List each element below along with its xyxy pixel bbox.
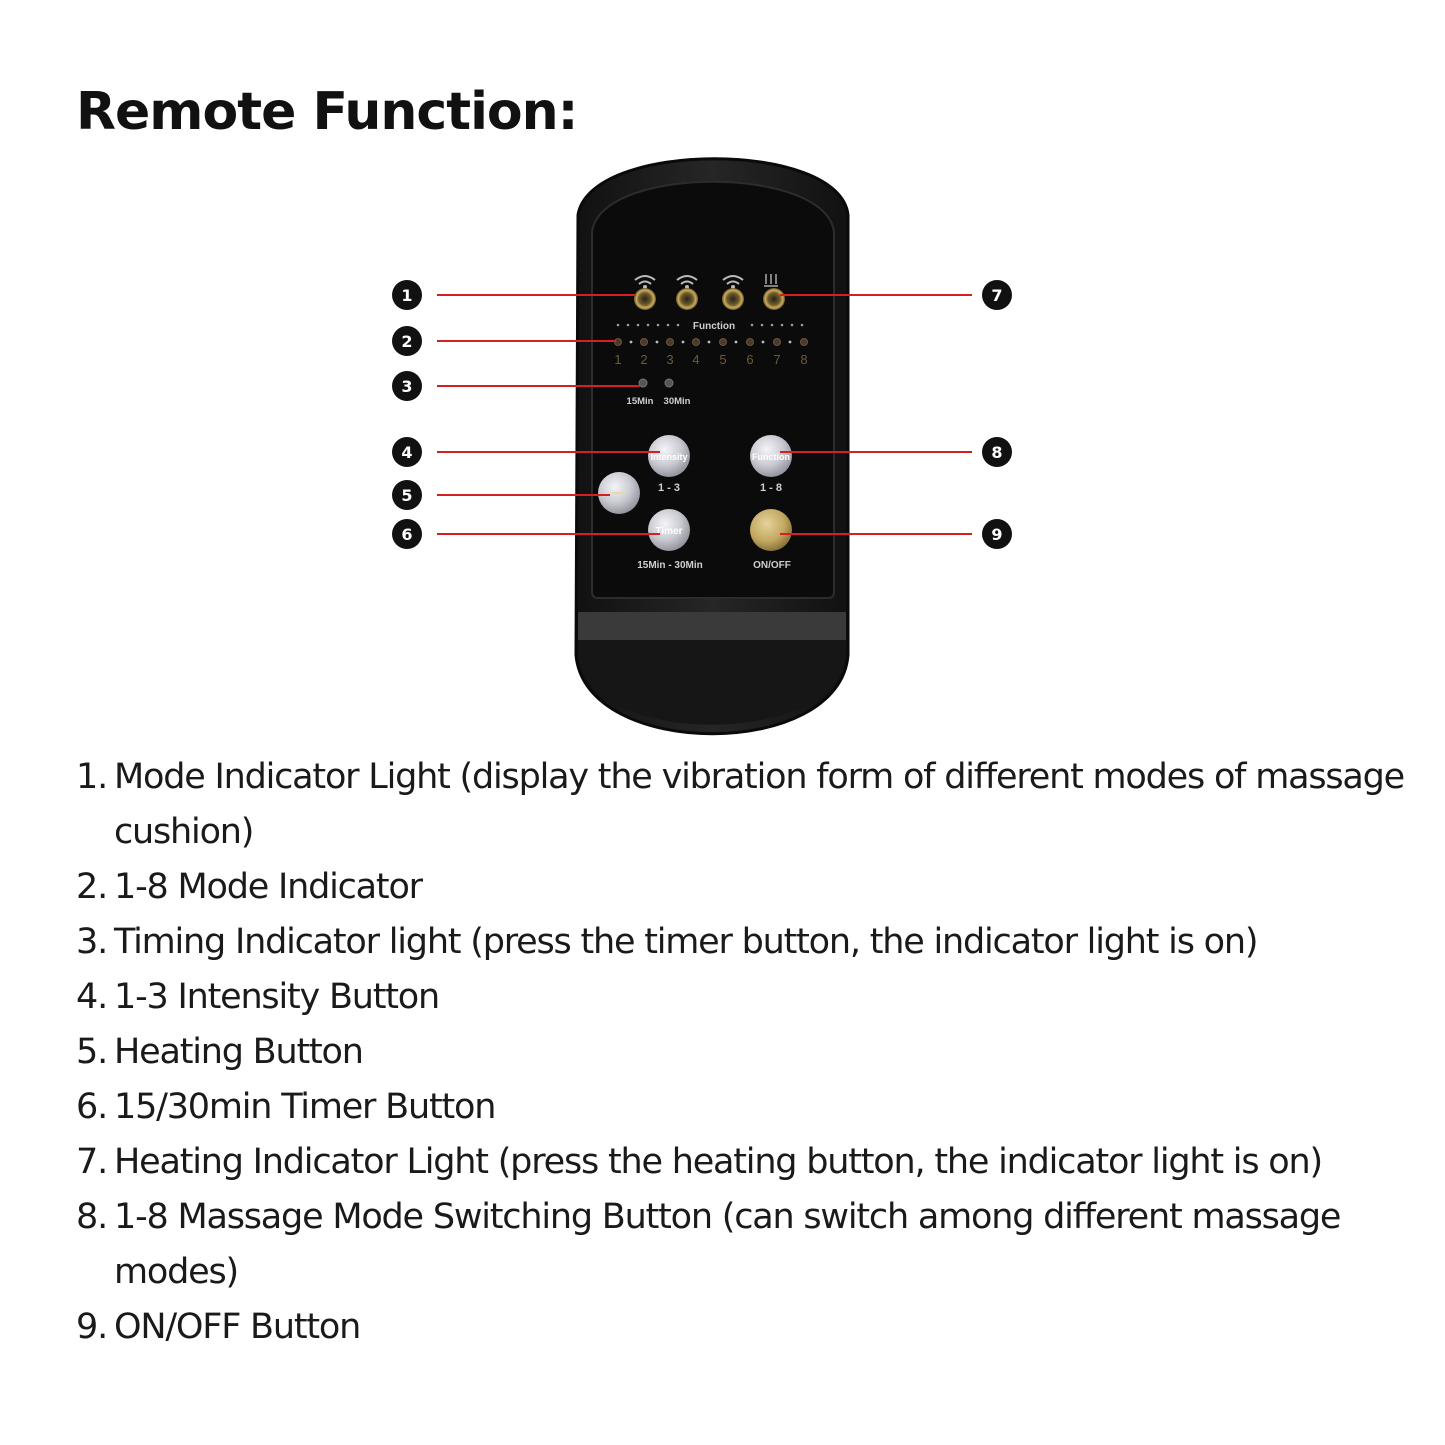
- function-label-group: Function: [616, 321, 804, 332]
- mode-led: [773, 338, 781, 346]
- function-label: Function: [693, 321, 735, 332]
- timer-caption: 15Min - 30Min: [637, 560, 703, 571]
- timer-button[interactable]: Timer: [648, 509, 690, 551]
- callout-marker-5: 5: [392, 480, 422, 510]
- mode-number: 8: [800, 352, 807, 367]
- list-item: 1. Mode Indicator Light (display the vib…: [76, 750, 1436, 860]
- function-dots-right: [750, 323, 804, 327]
- control-panel: [591, 180, 835, 599]
- function-dots-left: [616, 323, 680, 327]
- mode-indicator-light: [722, 275, 744, 310]
- callout-lines: [437, 294, 972, 535]
- list-item-number: 4.: [76, 977, 108, 1017]
- remote-grip: [578, 612, 846, 640]
- intensity-button[interactable]: Intensity: [648, 435, 690, 477]
- list-item-text: 1-8 Mode Indicator: [114, 867, 423, 907]
- callout-marker-8: 8: [982, 437, 1012, 467]
- list-item-text: 1-3 Intensity Button: [114, 977, 440, 1017]
- list-item-number: 3.: [76, 922, 108, 962]
- page-title: Remote Function:: [76, 82, 578, 142]
- list-item-number: 8.: [76, 1197, 108, 1237]
- mode-led: [666, 338, 674, 346]
- svg-text:8: 8: [991, 443, 1002, 462]
- mode-indicator-light: [634, 275, 656, 310]
- svg-text:1: 1: [401, 286, 412, 305]
- list-item-number: 9.: [76, 1307, 108, 1347]
- list-item: 2. 1-8 Mode Indicator: [76, 860, 1436, 915]
- remote-diagram: Function 1 2 3 4 5 6 7: [392, 157, 1012, 736]
- list-item-text: Timing Indicator light (press the timer …: [114, 922, 1259, 962]
- callout-marker-2: 2: [392, 326, 422, 356]
- list-item: 6. 15/30min Timer Button: [76, 1080, 1436, 1135]
- svg-text:9: 9: [991, 525, 1002, 544]
- list-item: 7. Heating Indicator Light (press the he…: [76, 1135, 1436, 1190]
- timer-label-30: 30Min: [664, 396, 691, 407]
- list-item-text: ON/OFF Button: [114, 1307, 361, 1347]
- timer-led: [638, 378, 648, 388]
- svg-text:2: 2: [401, 332, 412, 351]
- mode-number: 1: [614, 352, 621, 367]
- callout-marker-3: 3: [392, 371, 422, 401]
- list-item: 3. Timing Indicator light (press the tim…: [76, 915, 1436, 970]
- svg-text:7: 7: [991, 286, 1002, 305]
- callout-marker-9: 9: [982, 519, 1012, 549]
- list-item-number: 2.: [76, 867, 108, 907]
- intensity-caption: 1 - 3: [658, 482, 680, 494]
- mode-led: [692, 338, 700, 346]
- power-button[interactable]: [750, 509, 792, 551]
- svg-text:6: 6: [401, 525, 412, 544]
- mode-indicator-lights: [634, 274, 785, 310]
- list-item: 8. 1-8 Massage Mode Switching Button (ca…: [76, 1190, 1436, 1300]
- timing-indicator-lights: 15Min 30Min: [627, 378, 691, 407]
- mode-number: 3: [666, 352, 673, 367]
- mode-led: [746, 338, 754, 346]
- mode-indicator-light: [676, 275, 698, 310]
- callout-marker-4: 4: [392, 437, 422, 467]
- list-item-text: 1-8 Massage Mode Switching Button (can s…: [114, 1197, 1341, 1292]
- function-button[interactable]: Function: [750, 435, 792, 477]
- heating-indicator-light: [763, 274, 785, 310]
- timer-led: [664, 378, 674, 388]
- svg-text:4: 4: [401, 443, 412, 462]
- timer-label-15: 15Min: [627, 396, 654, 407]
- list-item-number: 6.: [76, 1087, 108, 1127]
- svg-text:3: 3: [401, 377, 412, 396]
- list-item-number: 5.: [76, 1032, 108, 1072]
- mode-number: 4: [692, 352, 699, 367]
- mode-number: 5: [719, 352, 726, 367]
- mode-led: [640, 338, 648, 346]
- list-item-text: Heating Button: [114, 1032, 364, 1072]
- svg-text:Timer: Timer: [655, 526, 682, 537]
- list-item-text: Heating Indicator Light (press the heati…: [114, 1142, 1323, 1182]
- callout-markers: 1 2 3 4 5 6 7 8 9: [392, 280, 1012, 549]
- heating-button[interactable]: [598, 472, 640, 514]
- mode-number: 2: [640, 352, 647, 367]
- mode-led: [800, 338, 808, 346]
- function-caption: 1 - 8: [760, 482, 782, 494]
- list-item: 4. 1-3 Intensity Button: [76, 970, 1436, 1025]
- list-item-text: 15/30min Timer Button: [114, 1087, 496, 1127]
- list-item-number: 7.: [76, 1142, 108, 1182]
- power-caption: ON/OFF: [753, 560, 791, 571]
- list-item-number: 1.: [76, 757, 108, 797]
- callout-marker-1: 1: [392, 280, 422, 310]
- mode-number: 6: [746, 352, 753, 367]
- mode-1-8-indicators: 1 2 3 4 5 6 7 8: [614, 338, 808, 367]
- list-item-text: Mode Indicator Light (display the vibrat…: [114, 757, 1405, 852]
- svg-text:Function: Function: [752, 452, 790, 462]
- svg-text:5: 5: [401, 486, 412, 505]
- mode-number: 7: [773, 352, 780, 367]
- callout-marker-6: 6: [392, 519, 422, 549]
- list-item: 5. Heating Button: [76, 1025, 1436, 1080]
- callout-marker-7: 7: [982, 280, 1012, 310]
- list-item: 9. ON/OFF Button: [76, 1300, 1436, 1355]
- function-description-list: 1. Mode Indicator Light (display the vib…: [76, 750, 1436, 1355]
- svg-text:Intensity: Intensity: [650, 452, 687, 462]
- mode-led: [719, 338, 727, 346]
